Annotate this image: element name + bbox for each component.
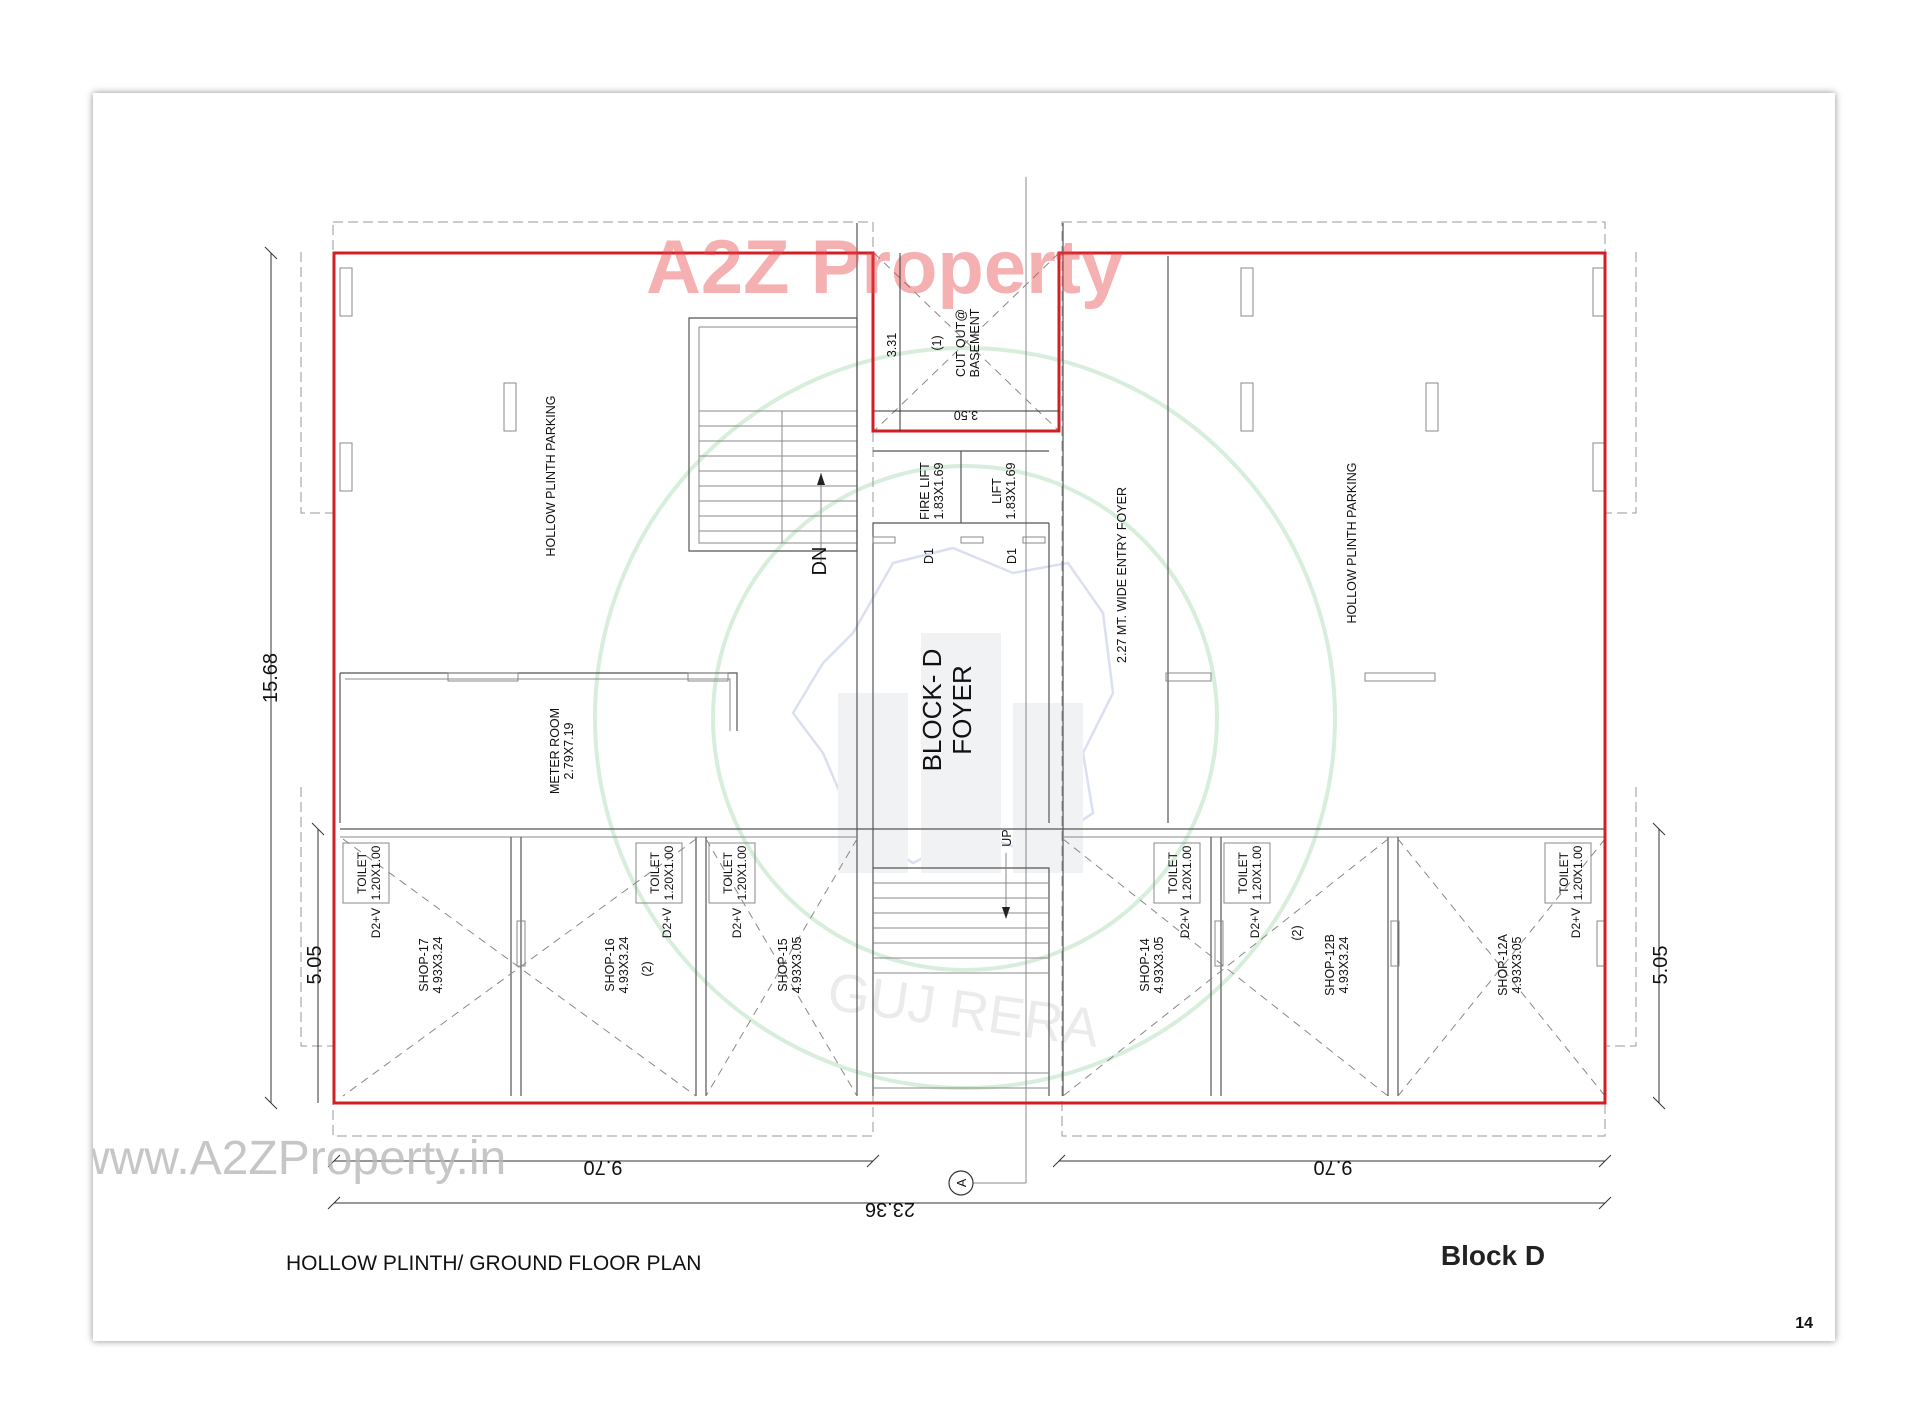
shop-num: (2)	[640, 961, 654, 976]
fire-lift-label: FIRE LIFT 1.83X1.69	[918, 462, 946, 520]
toilet-size: 1.20X1.00	[1571, 845, 1585, 900]
toilet-name: TOILET	[1557, 851, 1571, 893]
door-d2v-label: D2+V	[1569, 908, 1583, 938]
door-d1-left: D1	[922, 548, 936, 564]
parking-right-label: HOLLOW PLINTH PARKING	[1345, 463, 1359, 624]
block-name-label: BLOCK- D	[917, 649, 947, 772]
dim-shop-depth-right: 5.05	[1650, 946, 1672, 985]
grid-marker-label: A	[955, 1178, 969, 1187]
dim-half-width-left: 9.70	[584, 1156, 623, 1178]
plot-boundary	[332, 251, 1607, 1105]
toilet-label: TOILET 1.20X1.00	[1236, 845, 1264, 900]
a2z-logo-text: A2Z Property	[646, 225, 1123, 310]
plan-title: HOLLOW PLINTH/ GROUND FLOOR PLAN	[286, 1252, 701, 1275]
toilet-label: TOILET 1.20X1.00	[648, 845, 676, 900]
toilet-size: 1.20X1.00	[369, 845, 383, 900]
stair-treads-left	[699, 410, 857, 543]
shop-label: SHOP-17 4.93X3.24	[417, 936, 445, 993]
shop-name: SHOP-17	[417, 938, 431, 992]
toilet-name: TOILET	[355, 851, 369, 893]
page-number: 14	[1795, 1315, 1813, 1332]
dim-cutout-width: 3.50	[954, 408, 978, 422]
stair-up-label: UP	[1000, 829, 1014, 846]
meter-room-size: 2.79X7.19	[562, 722, 576, 779]
shop-size: 4.93X3.24	[617, 936, 631, 993]
entry-foyer-label: 2.27 MT. WIDE ENTRY FOYER	[1115, 487, 1129, 663]
block-title: Block D	[1441, 1240, 1545, 1271]
cutout-num: (1)	[930, 335, 944, 350]
toilet-label: TOILET 1.20X1.00	[721, 845, 749, 900]
toilet-size: 1.20X1.00	[735, 845, 749, 900]
shop-label: SHOP-12A 4.93X3.05	[1496, 933, 1524, 995]
dim-total-width: 23.36	[865, 1198, 915, 1220]
dimensions: 15.68 5.05 5.05 9.70 9.70 23.36 3.31 3.5…	[260, 246, 1672, 1220]
foyer-label: FOYER	[947, 665, 977, 755]
shop-num: (2)	[1290, 925, 1304, 940]
toilet-name: TOILET	[1166, 851, 1180, 893]
stair-treads-right	[873, 882, 1049, 1089]
toilet-label: TOILET 1.20X1.00	[355, 845, 383, 900]
toilet-label: TOILET 1.20X1.00	[1166, 845, 1194, 900]
walls	[339, 177, 1606, 1183]
shop-size: 4.93X3.24	[431, 936, 445, 993]
shop-name: SHOP-12B	[1323, 934, 1337, 996]
shop-label: SHOP-16 4.93X3.24	[603, 936, 631, 993]
meter-room-name: METER ROOM	[548, 708, 562, 794]
shop-name: SHOP-16	[603, 938, 617, 992]
website-watermark: www.A2ZProperty.in	[93, 1132, 506, 1185]
cutout-label: (1) CUT OUT@ BASEMENT	[930, 308, 982, 377]
dim-shop-depth-left: 5.05	[304, 946, 326, 985]
toilet-name: TOILET	[721, 851, 735, 893]
shop-size: 4.93X3.24	[1337, 936, 1351, 993]
door-d2v-label: D2+V	[730, 908, 744, 938]
dim-cutout-height: 3.31	[885, 333, 899, 357]
shop-label: SHOP-15 4.93X3.05	[776, 936, 804, 993]
door-d2v-label: D2+V	[1178, 908, 1192, 938]
a2z-logo-watermark: A2Z Property	[646, 225, 1123, 310]
toilet-size: 1.20X1.00	[662, 845, 676, 900]
grid-marker-circle	[948, 1170, 974, 1196]
lift-label: LIFT 1.83X1.69	[990, 462, 1018, 519]
shop-label: SHOP-14 4.93X3.05	[1138, 936, 1166, 993]
lift-size: 1.83X1.69	[1004, 462, 1018, 519]
door-d2v-label: D2+V	[1248, 908, 1262, 938]
door-d2v-label: D2+V	[660, 908, 674, 938]
cutout-name: CUT OUT@	[954, 309, 968, 377]
meter-room-label: METER ROOM 2.79X7.19	[548, 708, 576, 794]
toilet-name: TOILET	[1236, 851, 1250, 893]
drawing-sheet: GUJ RERA	[93, 93, 1835, 1341]
toilet-label: TOILET 1.20X1.00	[1557, 845, 1585, 900]
toilet-size: 1.20X1.00	[1250, 845, 1264, 900]
shop-name: SHOP-15	[776, 938, 790, 992]
shop-size: 4.93X3.05	[1510, 936, 1524, 993]
room-labels: HOLLOW PLINTH PARKING HOLLOW PLINTH PARK…	[355, 308, 1585, 996]
toilet-size: 1.20X1.00	[1180, 845, 1194, 900]
shop-size: 4.93X3.05	[790, 936, 804, 993]
door-d1-right: D1	[1005, 548, 1019, 564]
shop-name: SHOP-12A	[1496, 933, 1510, 995]
lift-name: LIFT	[990, 478, 1004, 504]
door-d2v-label: D2+V	[369, 908, 383, 938]
toilet-name: TOILET	[648, 851, 662, 893]
dim-overall-height: 15.68	[260, 653, 282, 703]
shop-name: SHOP-14	[1138, 938, 1152, 992]
parking-left-label: HOLLOW PLINTH PARKING	[544, 396, 558, 557]
seal-bottom-text: GUJ RERA	[824, 961, 1103, 1058]
fire-lift-size: 1.83X1.69	[932, 462, 946, 519]
floor-plan-drawing: GUJ RERA	[93, 177, 1813, 1332]
shop-size: 4.93X3.05	[1152, 936, 1166, 993]
shop-label: SHOP-12B 4.93X3.24	[1323, 934, 1351, 996]
dim-half-width-right: 9.70	[1314, 1156, 1353, 1178]
cutout-name2: BASEMENT	[968, 308, 982, 377]
fire-lift-name: FIRE LIFT	[918, 462, 932, 520]
stair-down-label: DN	[809, 547, 831, 576]
